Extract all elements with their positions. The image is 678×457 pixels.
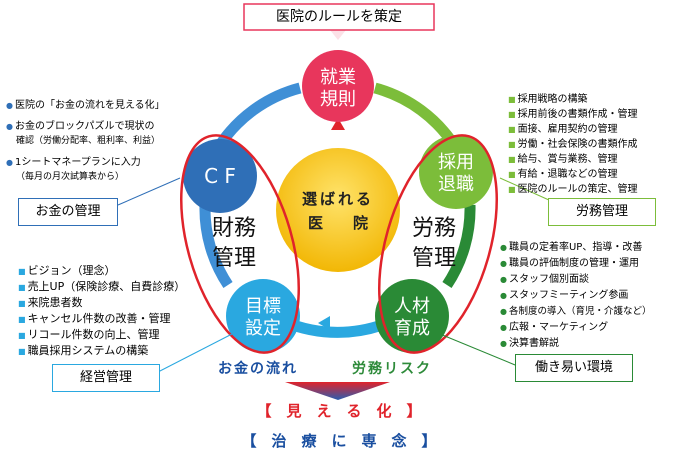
labor-ellipse [377,134,499,354]
left-bottom-list: ■ビジョン（理念） ■売上UP（保険診療、自費診療） ■来院患者数 ■キャンセル… [18,263,218,359]
list-item: ■採用戦略の構築 [508,94,588,105]
circle-hr-line1: 人材 [394,296,430,317]
center-line1: 選ばれる [301,190,374,208]
list-item: ●スタッフミーティング参画 [500,290,629,301]
connectors [117,177,561,373]
circle-cf-shape [183,139,257,213]
list-item: ■労働・社会保険の書類作成 [508,139,638,150]
down-arrow [285,382,390,400]
list-item: ■採用前後の書類作成・管理 [508,109,638,120]
list-item: ●広報・マーケティング [500,322,609,333]
right-top-list: ■採用戦略の構築 ■採用前後の書類作成・管理 ■面接、雇用契約の管理 ■労働・社… [508,92,676,197]
labor-line1: 労務 [412,216,457,241]
list-item: ■医院のルールの策定、管理 [508,184,638,195]
money-flow-text: お金の流れ [218,361,298,377]
circle-top-line2: 規則 [320,89,356,110]
labor-management-box: 労務管理 [548,198,656,226]
ring-arrow-bottom [318,316,330,330]
list-item: ●医院の「お金の流れを見える化」 [6,100,165,111]
business-management-box: 経営管理 [52,364,160,392]
left-top-list: ●医院の「お金の流れを見える化」 ●お金のブロックパズルで現状の 確認（労働分配… [6,98,186,185]
circle-target-label: 目標 設定 [233,296,293,340]
center-circle [276,148,400,272]
work-environment-box: 働き易い環境 [515,354,633,382]
circle-target-shape [226,279,300,353]
circle-top-shape [302,50,374,122]
list-item: ●決算書解説 [500,338,559,349]
finance-ellipse [179,134,301,354]
labor-risk-text: 労務リスク [352,361,432,377]
list-item: ■給与、賞与業務、管理 [508,154,618,165]
list-item: ■キャンセル件数の改善・管理 [18,312,171,325]
center-line2: 医 院 [307,214,368,232]
circle-recruit-shape [419,135,493,209]
list-item: ■面接、雇用契約の管理 [508,124,618,135]
circle-cf-label: C F [190,164,250,188]
treatment-text: 【 治 療 に 専 念 】 [241,432,437,450]
circle-top-line1: 就業 [320,67,356,88]
list-item: （毎月の月次試算表から） [16,172,125,182]
labor-label: 労務 管理 [412,214,472,274]
circle-cf-line1: C F [204,164,236,188]
list-item: ●職員の評価制度の管理・運用 [500,258,639,269]
right-bottom-list: ●職員の定着率UP、指導・改善 ●職員の評価制度の管理・運用 ●スタッフ個別面談… [500,240,676,352]
list-item: ●各制度の導入（育児・介護など） [500,306,652,317]
circle-recruit-line1: 採用 [438,152,474,173]
circle-top-label: 就業 規則 [308,67,368,111]
finance-line1: 財務 [212,216,257,241]
page-title: 医院のルールを策定 [276,9,402,25]
list-item: ■有給・退職などの管理 [508,169,618,180]
finance-label: 財務 管理 [212,214,272,274]
list-item: ■リコール件数の向上、管理 [18,328,160,341]
visualize-text: 【 見 え る 化 】 [256,402,422,420]
list-item: ■ビジョン（理念） [18,264,116,277]
list-item: ●1シートマネープランに入力 [6,157,141,168]
circle-hr-label: 人材 育成 [382,296,442,340]
circle-recruit-label: 採用 退職 [426,152,486,196]
list-item: ●職員の定着率UP、指導・改善 [500,242,643,253]
circle-target-line1: 目標 [245,296,281,317]
finance-line2: 管理 [212,246,257,271]
circle-hr-shape [375,279,449,353]
title-arrow [330,30,346,40]
circle-recruit-line2: 退職 [438,174,474,195]
list-item: ■売上UP（保険診療、自費診療） [18,280,186,293]
money-management-box: お金の管理 [18,198,118,226]
circle-target-line2: 設定 [245,318,281,339]
list-item: 確認（労働分配率、粗利率、利益） [16,136,161,146]
list-item: ●お金のブロックパズルで現状の [6,121,155,132]
ring-arrow-top [331,118,345,130]
circle-hr-line2: 育成 [394,318,430,339]
labor-line2: 管理 [412,246,457,271]
list-item: ■職員採用システムの構築 [18,344,149,357]
list-item: ●スタッフ個別面談 [500,274,589,285]
list-item: ■来院患者数 [18,296,83,309]
title-box [243,3,435,31]
